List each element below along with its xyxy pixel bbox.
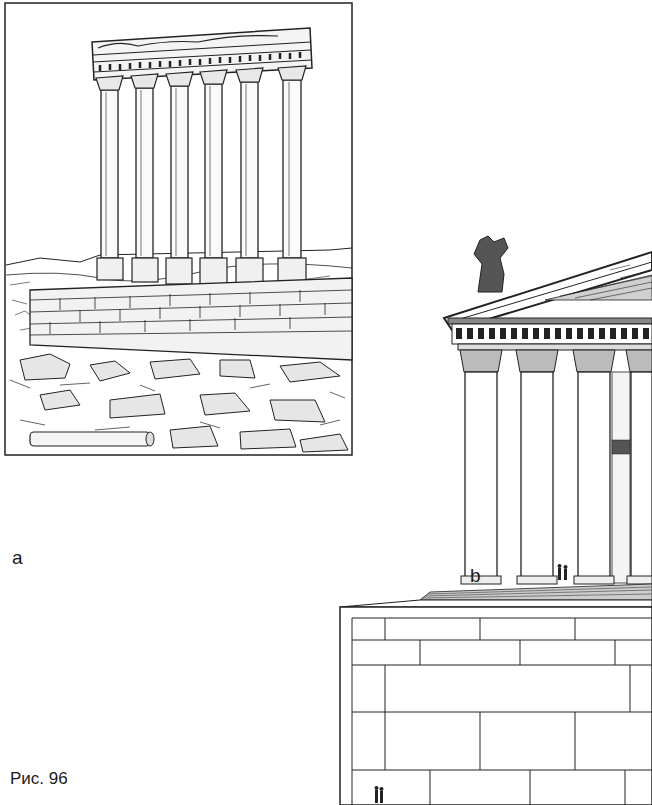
reconstruction-drawing xyxy=(340,236,652,805)
ruins-drawing xyxy=(5,3,352,455)
figure-caption: Рис. 96 xyxy=(10,770,68,787)
panel-letter: b xyxy=(470,566,481,585)
panel-letter: a xyxy=(12,548,23,567)
